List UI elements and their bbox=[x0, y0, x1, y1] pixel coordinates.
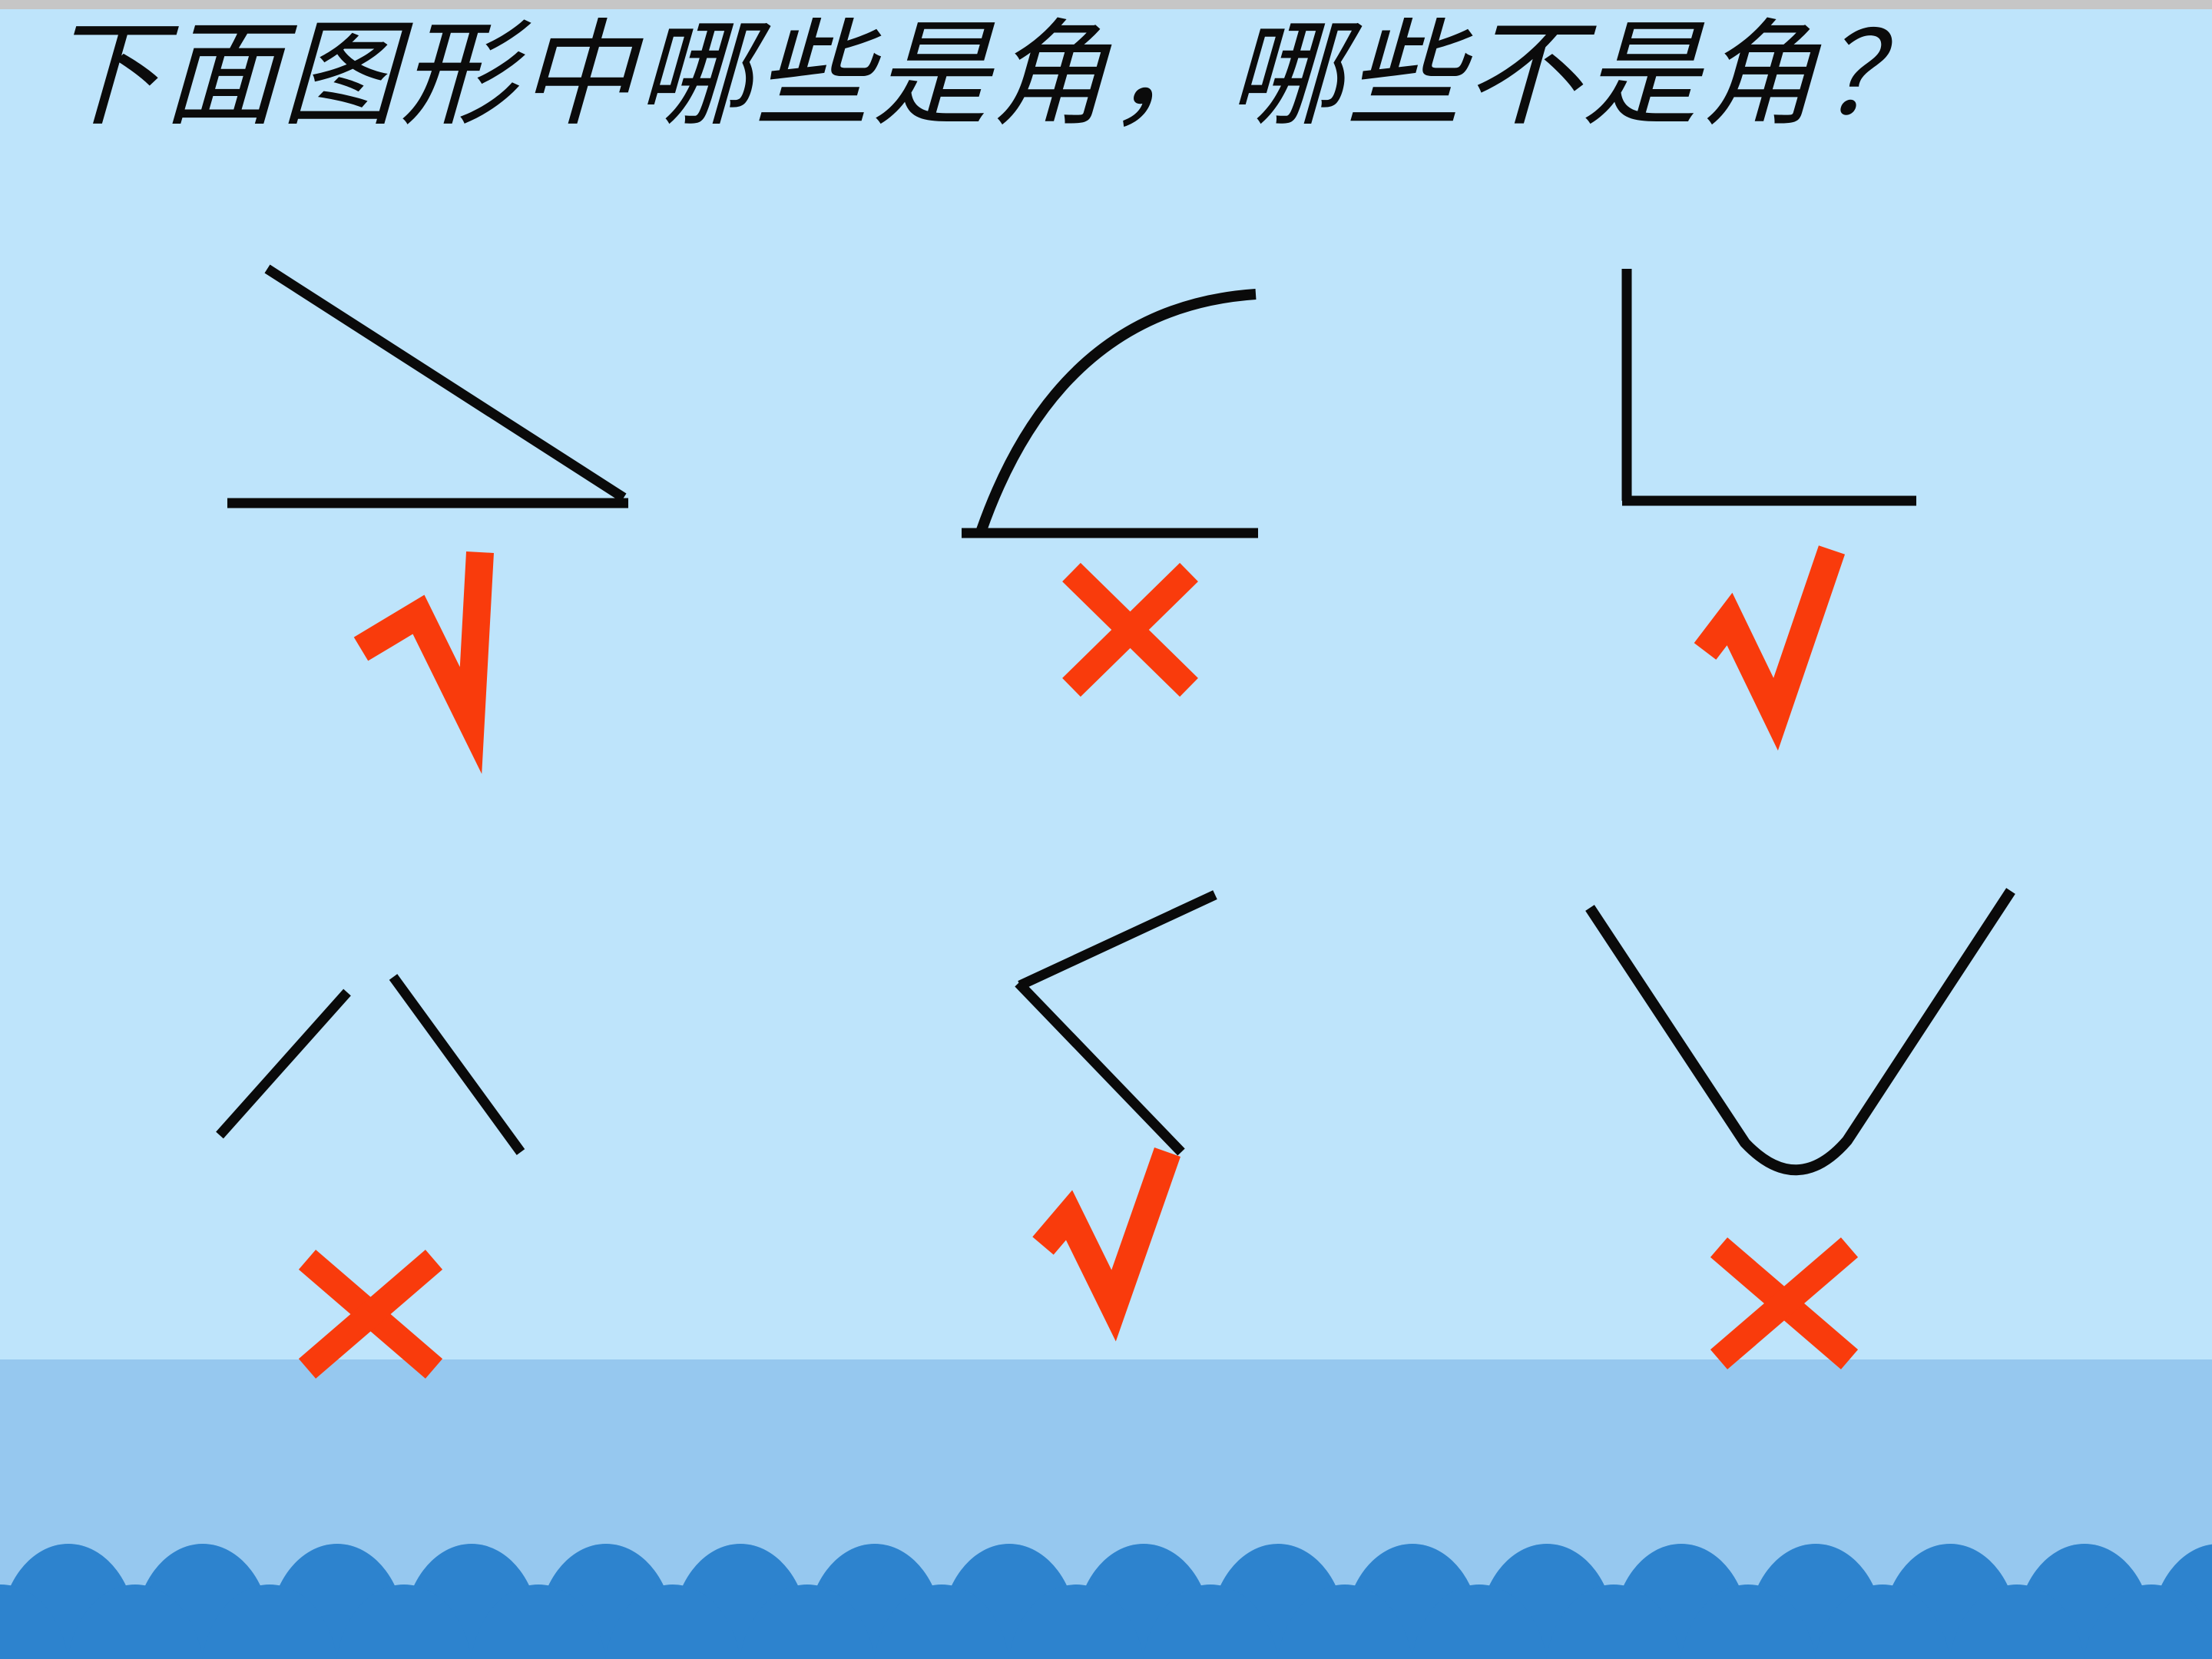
figure-5-region[interactable] bbox=[983, 868, 1459, 1436]
figure-4-region[interactable] bbox=[192, 952, 668, 1429]
scallop-shape bbox=[1277, 1584, 1413, 1659]
scallop-shape bbox=[1411, 1584, 1548, 1659]
scallop-shape bbox=[470, 1584, 607, 1659]
scallop-shape bbox=[67, 1584, 204, 1659]
figure-6-region[interactable] bbox=[1551, 868, 2089, 1436]
scallop-shape bbox=[0, 1584, 69, 1659]
scallop-shape bbox=[1545, 1584, 1682, 1659]
scallop-shape bbox=[336, 1584, 472, 1659]
scallop-shape bbox=[2083, 1584, 2212, 1659]
scallop-shape bbox=[604, 1584, 741, 1659]
scallop-shape bbox=[1008, 1584, 1144, 1659]
figure-3-region[interactable] bbox=[1598, 246, 2074, 768]
scallop-shape bbox=[1680, 1584, 1816, 1659]
scallop-shape bbox=[201, 1584, 338, 1659]
top-edge-strip bbox=[0, 0, 2212, 9]
scallop-shape bbox=[1142, 1584, 1279, 1659]
scallop-shape bbox=[739, 1584, 876, 1659]
scallop-row-front bbox=[0, 1584, 2212, 1659]
scallop-shape bbox=[1949, 1584, 2085, 1659]
figure-2-region[interactable] bbox=[937, 246, 1413, 768]
scallop-shape bbox=[1814, 1584, 1951, 1659]
page-title: 下面图形中哪些是角，哪些不是角？ bbox=[43, 8, 1942, 142]
scallop-shape bbox=[873, 1584, 1010, 1659]
figure-1-region[interactable] bbox=[192, 246, 668, 768]
